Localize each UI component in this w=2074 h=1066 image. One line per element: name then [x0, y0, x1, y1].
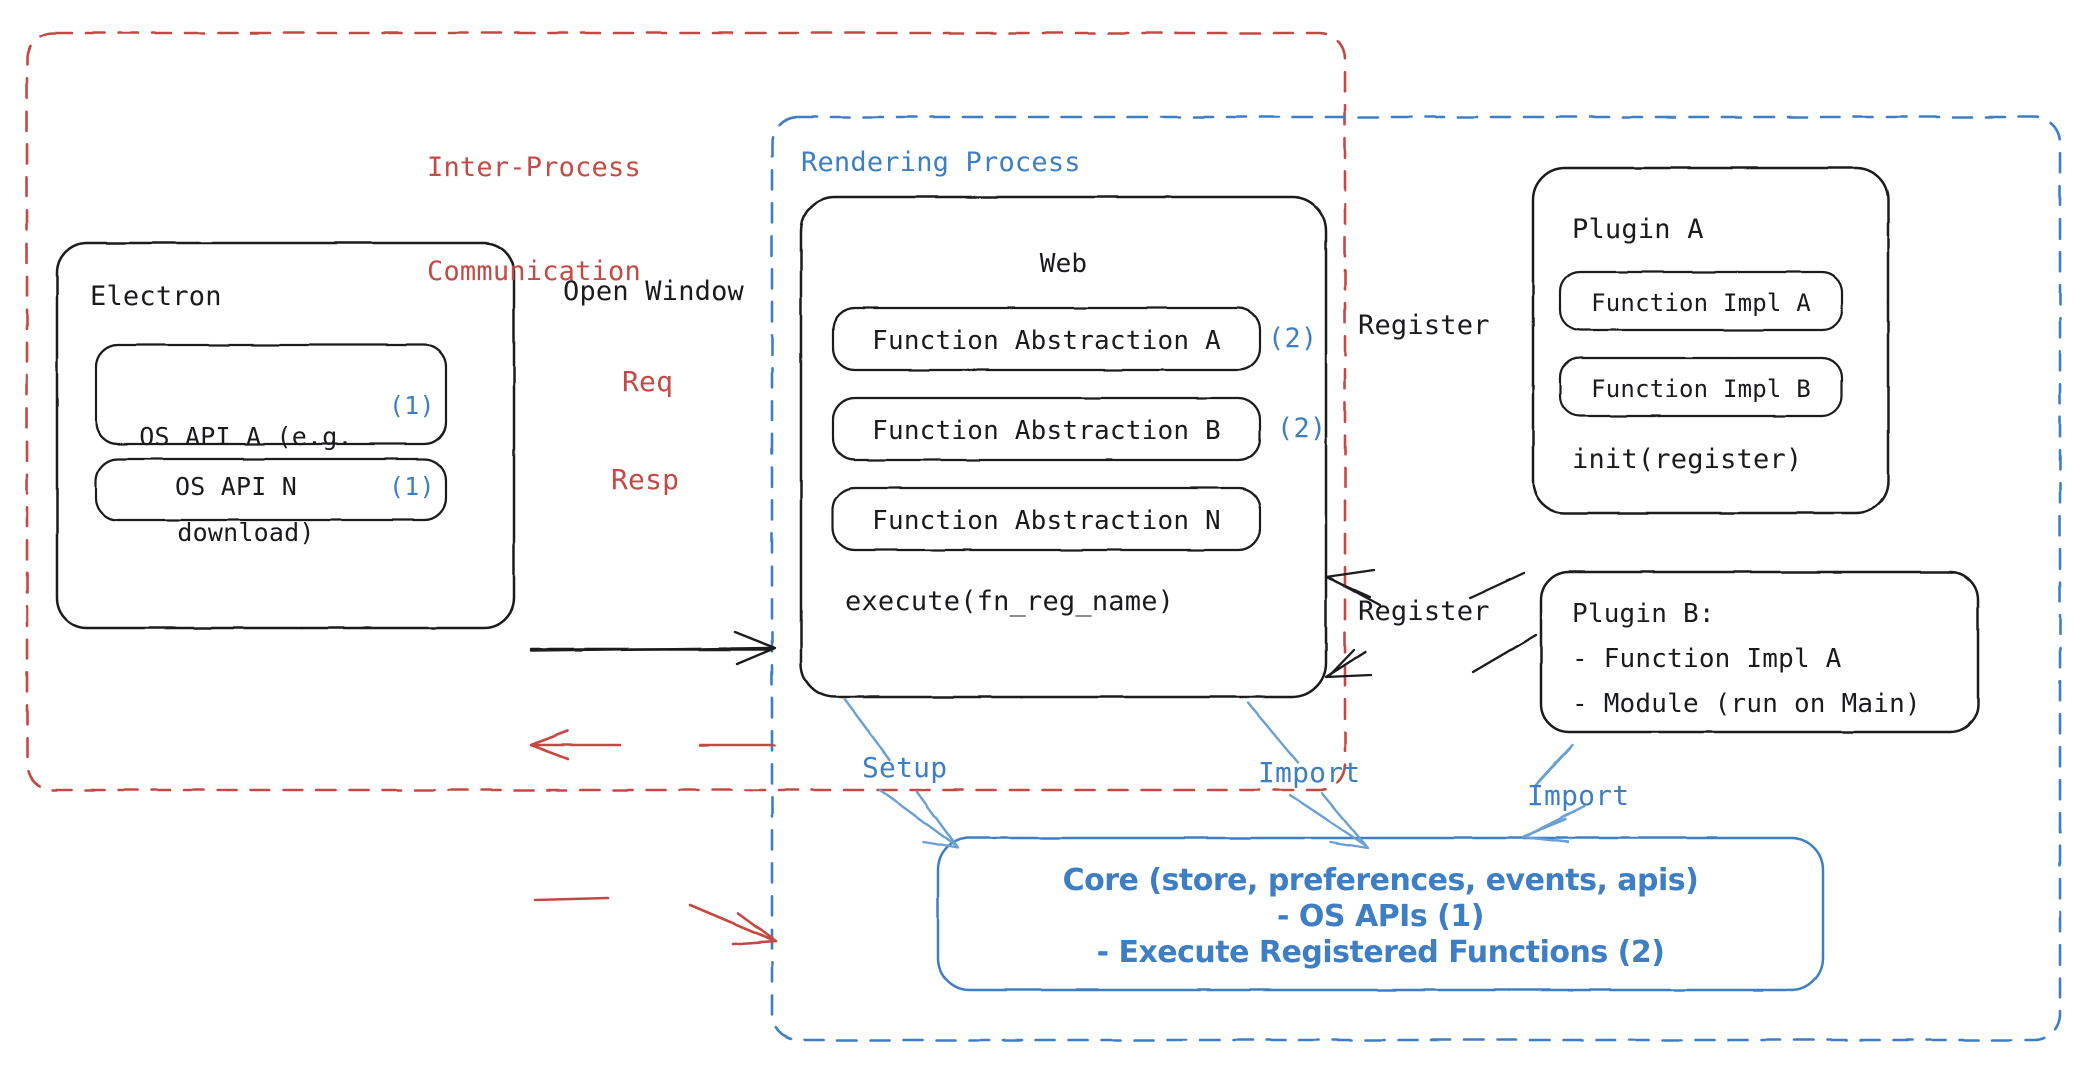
function-impl-b-box [1558, 356, 1844, 418]
edge-label-register-plugin-b: Register [1358, 596, 1490, 627]
edge-register-plugin-a [1324, 571, 1526, 679]
edge-setup [843, 698, 960, 850]
os-api-a-box [94, 343, 448, 446]
function-abstraction-n-label: Function Abstraction N [872, 506, 1221, 536]
function-abstraction-a-label: Function Abstraction A [872, 326, 1221, 356]
function-impl-a-box [1558, 270, 1844, 332]
edge-label-import-plugin-b: Import [1527, 779, 1630, 812]
edge-import-plugin-b [1520, 743, 1587, 844]
function-abstraction-b-label: Function Abstraction B [872, 416, 1221, 446]
os-api-a-marker: (1) [389, 391, 435, 420]
function-abstraction-a-box [831, 306, 1262, 372]
core-line-1: Core (store, preferences, events, apis) [1062, 863, 1699, 898]
edge-label-open-window: Open Window [563, 276, 745, 307]
plugin-b-box [1539, 570, 1980, 734]
electron-title: Electron [90, 281, 222, 312]
plugin-b-line-1: - Function Impl A [1572, 644, 1842, 674]
group-rendering-label: Rendering Process [801, 147, 1081, 178]
plugin-b-line-2: - Module (run on Main) [1572, 689, 1921, 719]
group-ipc-boundary [25, 31, 1347, 792]
core-line-3: - Execute Registered Functions (2) [1096, 935, 1665, 970]
edge-label-req: Req [622, 365, 674, 398]
os-api-n-label: OS API N [174, 472, 297, 501]
plugin-b-title: Plugin B: [1572, 599, 1715, 629]
edge-register-plugin-b [1324, 568, 1538, 674]
web-execute-label: execute(fn_reg_name) [845, 586, 1175, 617]
group-ipc-label: Inter-Process Communication [427, 152, 641, 287]
edge-label-register-plugin-a: Register [1358, 310, 1490, 341]
os-api-n-marker: (1) [389, 472, 435, 501]
function-abstraction-b-marker: (2) [1277, 413, 1327, 444]
edge-label-import-web: Import [1258, 756, 1361, 789]
plugin-a-title: Plugin A [1572, 214, 1704, 245]
os-api-a-label: OS API A (e.g. download) [139, 422, 353, 547]
edge-import-web [1246, 701, 1370, 850]
function-impl-b-label: Function Impl B [1591, 375, 1811, 403]
os-api-n-box [94, 457, 448, 522]
edge-open-window [529, 630, 777, 666]
function-abstraction-a-marker: (2) [1268, 323, 1318, 354]
core-box [936, 836, 1825, 992]
edge-label-resp: Resp [611, 463, 680, 496]
plugin-a-init-label: init(register) [1572, 444, 1803, 475]
function-abstraction-b-box [831, 396, 1262, 462]
edge-label-setup: Setup [862, 751, 948, 784]
function-abstraction-n-box [831, 486, 1262, 552]
web-title: Web [1039, 249, 1088, 279]
plugin-a-box [1531, 166, 1890, 515]
function-impl-a-label: Function Impl A [1591, 289, 1811, 317]
edge-resp [533, 896, 778, 946]
core-line-2: - OS APIs (1) [1277, 899, 1484, 934]
group-rendering-boundary [770, 115, 2062, 1042]
edge-req [529, 729, 777, 761]
